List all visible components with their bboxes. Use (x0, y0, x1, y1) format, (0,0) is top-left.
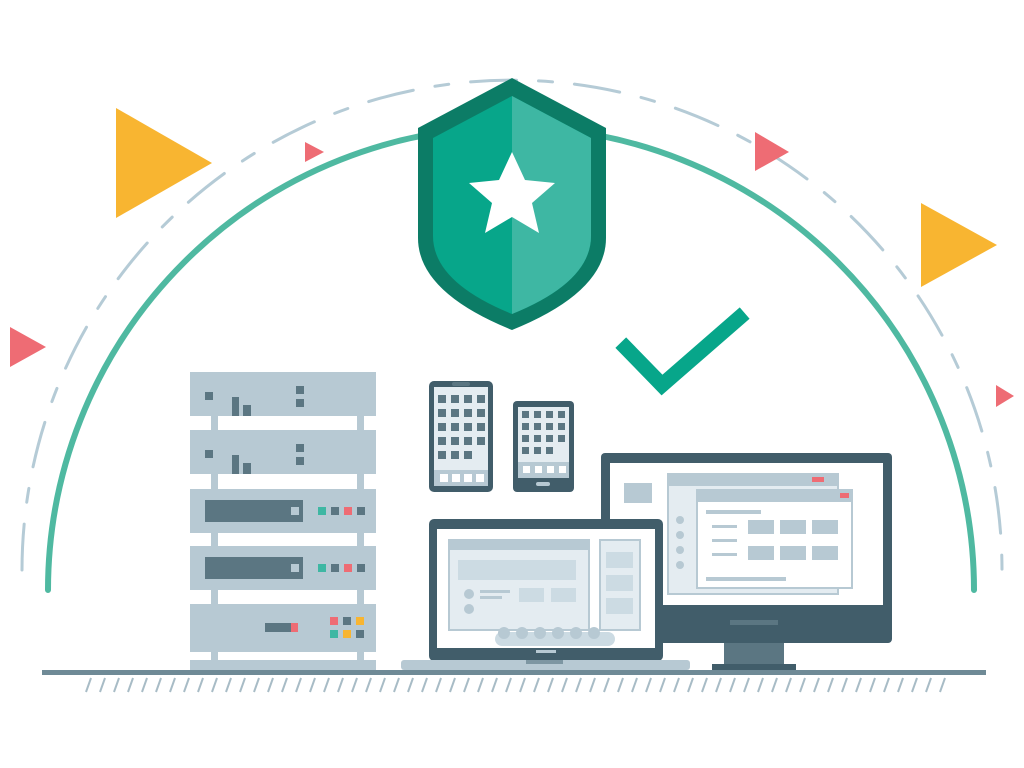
hatch-mark (603, 677, 610, 693)
ground-line (42, 670, 986, 675)
hatch-mark (813, 677, 820, 693)
hatch-mark (141, 677, 148, 693)
hatch-mark (911, 677, 918, 693)
hatch-mark (673, 677, 680, 693)
hatch-mark (463, 677, 470, 693)
hatch-mark (127, 677, 134, 693)
hatch-mark (155, 677, 162, 693)
play-triangle-icon (116, 108, 212, 218)
hatch-mark (365, 677, 372, 693)
hatch-mark (785, 677, 792, 693)
smartphone-icon (429, 381, 493, 492)
laptop-icon (401, 519, 690, 670)
hatch-mark (855, 677, 862, 693)
hatch-mark (533, 677, 540, 693)
hatch-mark (715, 677, 722, 693)
play-triangle-icon (305, 142, 324, 162)
hatch-mark (435, 677, 442, 693)
hatch-mark (281, 677, 288, 693)
hatch-mark (85, 677, 92, 693)
hatch-mark (841, 677, 848, 693)
hatch-mark (869, 677, 876, 693)
hatch-mark (547, 677, 554, 693)
hatch-mark (799, 677, 806, 693)
hatch-mark (729, 677, 736, 693)
hatch-mark (225, 677, 232, 693)
hatch-mark (197, 677, 204, 693)
hatch-mark (267, 677, 274, 693)
hatch-mark (687, 677, 694, 693)
play-triangle-icon (10, 327, 46, 367)
hatch-mark (701, 677, 708, 693)
hatch-mark (883, 677, 890, 693)
hatch-mark (575, 677, 582, 693)
hatch-mark (449, 677, 456, 693)
hatch-mark (491, 677, 498, 693)
hatch-mark (407, 677, 414, 693)
desktop-monitor-icon (601, 453, 892, 670)
play-triangle-icon (921, 203, 997, 287)
hatch-mark (617, 677, 624, 693)
hatch-mark (239, 677, 246, 693)
hatch-mark (477, 677, 484, 693)
hatch-mark (211, 677, 218, 693)
play-triangle-icon (996, 385, 1014, 407)
hatch-mark (561, 677, 568, 693)
hatch-mark (757, 677, 764, 693)
hatch-mark (771, 677, 778, 693)
hatch-mark (309, 677, 316, 693)
hatch-mark (631, 677, 638, 693)
play-triangle-icon (755, 132, 789, 171)
hatch-mark (379, 677, 386, 693)
hatch-mark (589, 677, 596, 693)
shield-star-icon (418, 78, 606, 330)
hatch-mark (743, 677, 750, 693)
hatch-mark (827, 677, 834, 693)
hatch-mark (421, 677, 428, 693)
hatch-mark (337, 677, 344, 693)
hatch-mark (897, 677, 904, 693)
hatch-mark (505, 677, 512, 693)
hatch-mark (169, 677, 176, 693)
checkmark-icon (615, 307, 750, 396)
ground-hatching (85, 677, 946, 693)
hatch-mark (939, 677, 946, 693)
hatch-mark (925, 677, 932, 693)
hatch-mark (295, 677, 302, 693)
hatch-mark (645, 677, 652, 693)
hatch-mark (659, 677, 666, 693)
hatch-mark (183, 677, 190, 693)
hatch-mark (253, 677, 260, 693)
hatch-mark (113, 677, 120, 693)
hatch-mark (393, 677, 400, 693)
hatch-mark (99, 677, 106, 693)
server-rack-icon (190, 372, 376, 670)
hatch-mark (351, 677, 358, 693)
hatch-mark (519, 677, 526, 693)
hatch-mark (323, 677, 330, 693)
tablet-icon (513, 401, 574, 492)
